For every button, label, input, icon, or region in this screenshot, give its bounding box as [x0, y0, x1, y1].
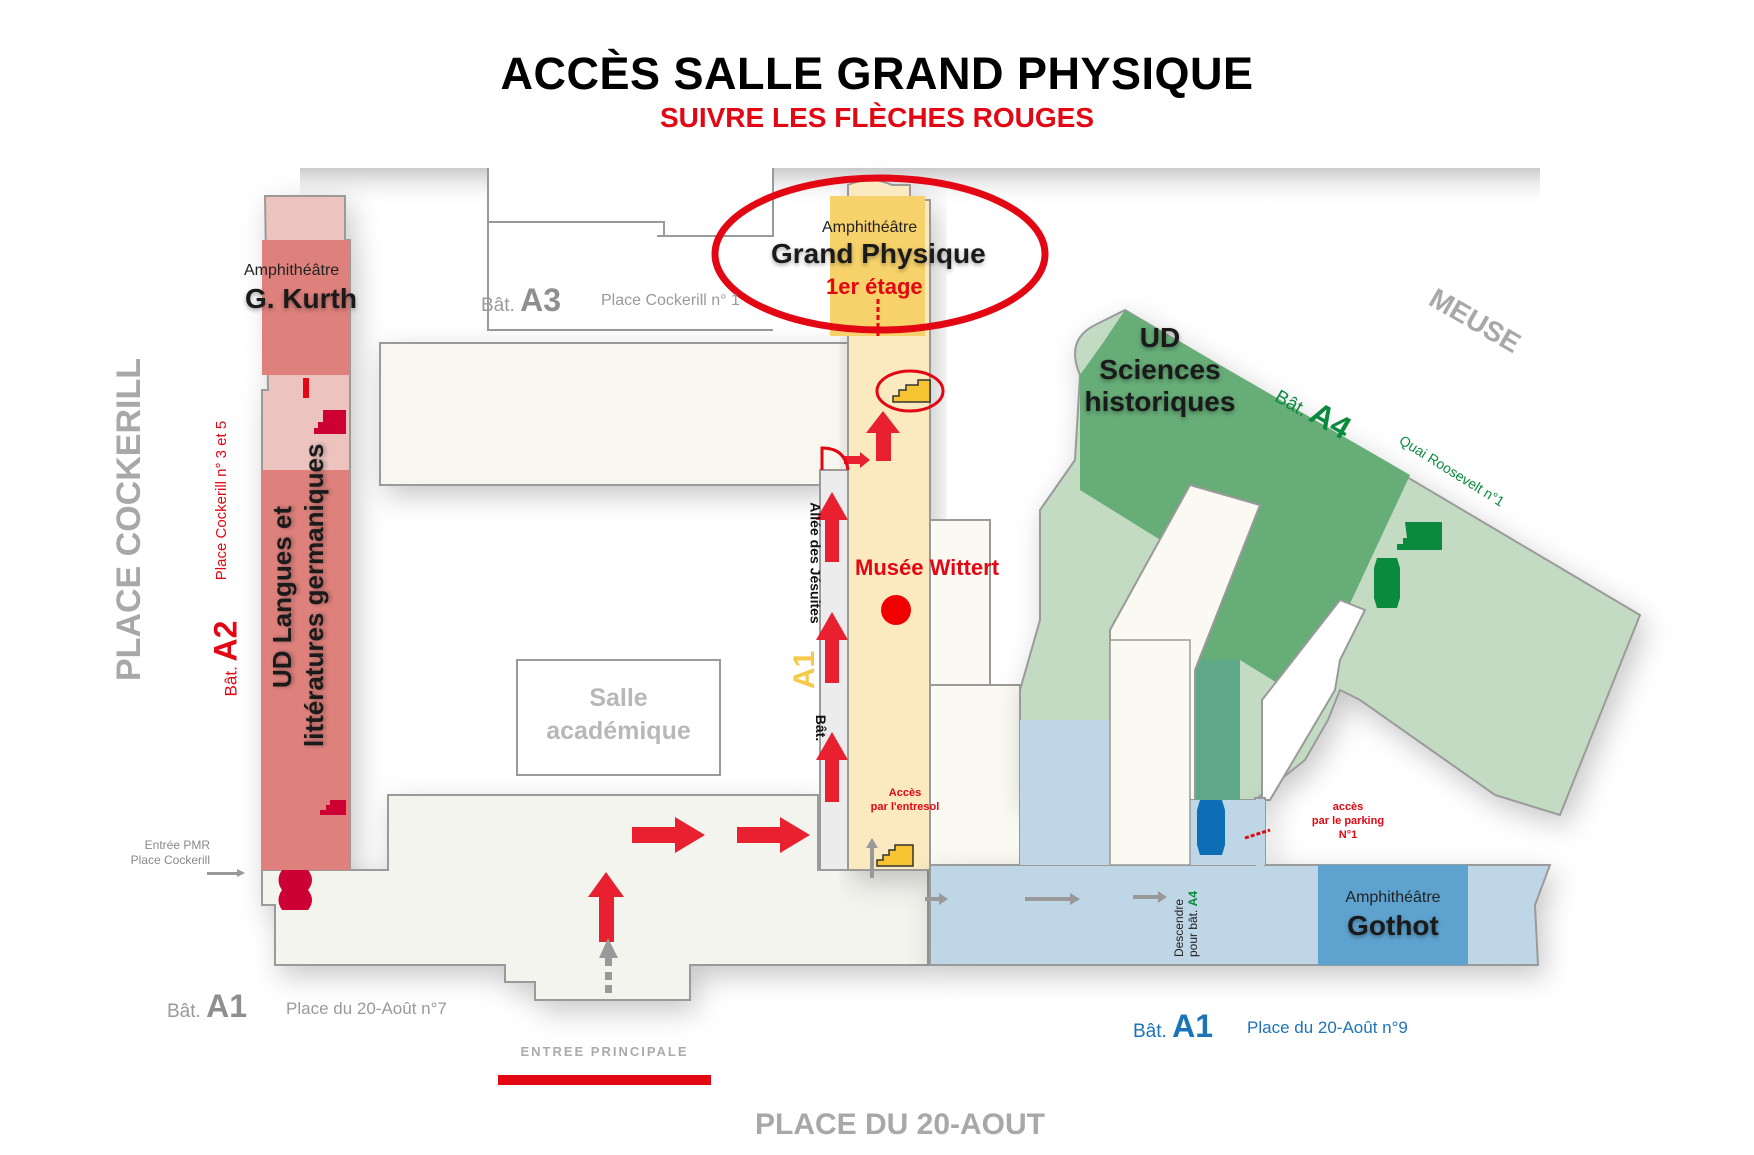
route-arrows	[588, 411, 900, 942]
a1-right-address: Place du 20-Août n°9	[1247, 1018, 1408, 1037]
door-icon	[820, 446, 850, 471]
a3-address: Place Cockerill n° 1	[601, 292, 740, 309]
arrow-right	[737, 817, 810, 853]
arrow-up	[816, 732, 848, 802]
gothot-kind: Amphithéâtre	[1345, 889, 1441, 906]
gothot-name[interactable]: Gothot	[1347, 910, 1439, 941]
a3-code: A3	[520, 282, 561, 318]
kurth-amphi-area	[262, 240, 350, 375]
elevator-icon	[1374, 558, 1400, 608]
entree-pmr-note: Entrée PMR Place Cockerill	[130, 838, 210, 867]
a1-left-label: Bât. A1	[167, 988, 247, 1024]
musee-block	[929, 519, 991, 686]
a2-code: A2	[207, 620, 244, 662]
grand-physique-name[interactable]: Grand Physique	[771, 238, 986, 269]
kurth-kind: Amphithéâtre	[244, 262, 340, 279]
parking-access-line	[1244, 828, 1271, 840]
a1-left-address: Place du 20-Août n°7	[286, 999, 447, 1018]
stairs-icon	[1397, 522, 1442, 550]
arrow-up	[588, 872, 624, 942]
entree-principale-label[interactable]: ENTREE PRINCIPALE	[520, 1044, 689, 1059]
descendre-note: Descendre pour bât. A4	[1172, 890, 1201, 958]
grand-physique-floor: 1er étage	[826, 274, 923, 299]
gray-path-arrows	[207, 869, 1167, 993]
ud-langues-label: UD Langues et littératures germaniques	[267, 443, 329, 747]
page-title: ACCÈS SALLE GRAND PHYSIQUE	[500, 48, 1254, 99]
a1-right-label: Bât. A1	[1133, 1008, 1213, 1044]
acces-entresol-note: Accès par l'entresol	[870, 787, 940, 813]
stairs-highlight-circle	[875, 369, 945, 413]
a2-address: Place Cockerill n° 3 et 5	[213, 420, 231, 581]
entree-principale-bar	[498, 1075, 711, 1085]
allee-label: Allée des Jésuites	[807, 502, 824, 624]
musee-wittert-label[interactable]: Musée Wittert	[855, 555, 1000, 580]
arrow-up	[816, 492, 848, 562]
place-20-aout-label: PLACE DU 20-AOUT	[754, 1108, 1046, 1141]
page-subtitle: SUIVRE LES FLÈCHES ROUGES	[659, 102, 1095, 133]
arrow-up	[866, 411, 900, 461]
ud-sciences-label: UD Sciences historiques	[1084, 322, 1236, 417]
stairs-icon	[314, 410, 346, 434]
arrow-right	[844, 452, 870, 468]
a1-right-code: A1	[1172, 1008, 1213, 1044]
salle-academique	[516, 659, 721, 776]
door-marker	[303, 378, 309, 398]
arrow-up	[816, 612, 848, 683]
elevator-icon	[1197, 800, 1225, 855]
elevator-icon	[278, 870, 312, 910]
a4-courtyard	[1261, 598, 1367, 801]
destination-highlight-ellipse	[711, 174, 1049, 334]
grand-physique-kind: Amphithéâtre	[822, 219, 918, 236]
salle-academique-label: Salle académique	[546, 684, 691, 745]
kurth-name[interactable]: G. Kurth	[245, 283, 357, 314]
a3-label: Bât. A3	[481, 282, 561, 318]
stairs-icon	[320, 800, 346, 815]
gothot-amphi-area	[1318, 865, 1468, 965]
place-cockerill-label: PLACE COCKERILL	[110, 358, 148, 681]
a2-label: Bât. A2	[207, 620, 244, 697]
a1-left-code: A1	[206, 988, 247, 1024]
a1-vertical-prefix: Bât.	[813, 714, 830, 742]
building-a3	[379, 342, 856, 486]
musee-wittert-dot	[881, 595, 911, 625]
acces-parking-note: accès par le parking N°1	[1311, 801, 1385, 841]
grand-physique-amphi-area	[830, 196, 925, 336]
stairs-icon	[876, 844, 914, 867]
side-block	[929, 684, 1021, 871]
stairs-icon	[892, 379, 931, 403]
a1-vertical-code: A1	[788, 650, 822, 690]
arrow-right	[632, 817, 705, 853]
